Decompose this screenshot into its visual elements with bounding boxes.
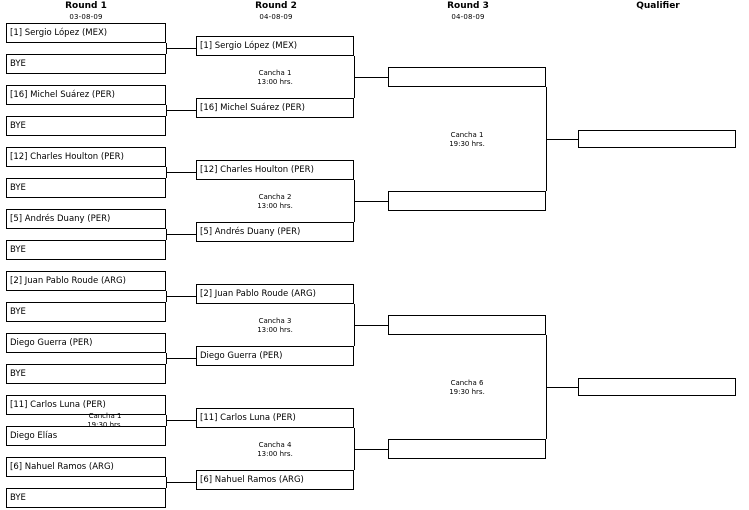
- round2-match-schedule: Cancha 1 13:00 hrs.: [216, 69, 334, 86]
- bracket-connector: [166, 234, 196, 235]
- column-header-round-2: Round 2 04-08-09: [196, 1, 356, 22]
- bracket-connector: [166, 48, 196, 49]
- round1-slot[interactable]: [16] Michel Suárez (PER): [6, 85, 166, 105]
- bracket-connector: [354, 325, 388, 326]
- round1-match-schedule: Cancha 1 19:30 hrs.: [46, 412, 164, 429]
- round2-slot[interactable]: [12] Charles Houlton (PER): [196, 160, 354, 180]
- round1-slot[interactable]: [6] Nahuel Ramos (ARG): [6, 457, 166, 477]
- round2-slot[interactable]: [11] Carlos Luna (PER): [196, 408, 354, 428]
- time-label: 13:00 hrs.: [257, 449, 293, 458]
- round3-match-schedule: Cancha 6 19:30 hrs.: [408, 379, 526, 396]
- time-label: 19:30 hrs.: [449, 139, 485, 148]
- bracket-connector: [166, 482, 196, 483]
- bracket-connector: [166, 353, 167, 364]
- round1-slot[interactable]: [1] Sergio López (MEX): [6, 23, 166, 43]
- bracket-connector: [166, 358, 196, 359]
- column-header-date: 04-08-09: [451, 13, 485, 21]
- round1-slot[interactable]: BYE: [6, 240, 166, 260]
- bracket-connector: [166, 167, 167, 178]
- court-label: Cancha 1: [450, 131, 484, 139]
- time-label: 19:30 hrs.: [449, 387, 485, 396]
- bracket-connector: [166, 105, 167, 116]
- bracket-connector: [546, 387, 578, 388]
- bracket-connector: [166, 43, 167, 54]
- round2-match-schedule: Cancha 2 13:00 hrs.: [216, 193, 334, 210]
- court-label: Cancha 2: [258, 193, 292, 201]
- round1-slot[interactable]: [12] Charles Houlton (PER): [6, 147, 166, 167]
- column-header-title: Qualifier: [636, 1, 680, 11]
- column-header-title: Round 2: [255, 1, 297, 11]
- round3-slot[interactable]: [388, 315, 546, 335]
- court-label: Cancha 6: [450, 379, 484, 387]
- round2-slot[interactable]: Diego Guerra (PER): [196, 346, 354, 366]
- column-header-round-1: Round 1 03-08-09: [6, 1, 166, 22]
- bracket-connector: [354, 77, 388, 78]
- round1-slot[interactable]: [5] Andrés Duany (PER): [6, 209, 166, 229]
- round2-match-schedule: Cancha 4 13:00 hrs.: [216, 441, 334, 458]
- round2-slot[interactable]: [1] Sergio López (MEX): [196, 36, 354, 56]
- round1-slot[interactable]: BYE: [6, 178, 166, 198]
- round1-slot[interactable]: Diego Guerra (PER): [6, 333, 166, 353]
- bracket-connector: [354, 201, 388, 202]
- round2-slot[interactable]: [5] Andrés Duany (PER): [196, 222, 354, 242]
- round1-slot[interactable]: BYE: [6, 302, 166, 322]
- time-label: 13:00 hrs.: [257, 77, 293, 86]
- court-label: Cancha 1: [258, 69, 292, 77]
- bracket-connector: [166, 110, 196, 111]
- time-label: 13:00 hrs.: [257, 325, 293, 334]
- bracket-connector: [166, 415, 167, 426]
- round2-slot[interactable]: [6] Nahuel Ramos (ARG): [196, 470, 354, 490]
- qualifier-slot[interactable]: [578, 378, 736, 396]
- round1-slot[interactable]: BYE: [6, 116, 166, 136]
- column-header-round-3: Round 3 04-08-09: [388, 1, 548, 22]
- bracket-connector: [166, 420, 196, 421]
- column-header-date: 03-08-09: [69, 13, 103, 21]
- round1-slot[interactable]: [11] Carlos Luna (PER): [6, 395, 166, 415]
- court-label: Cancha 1: [88, 412, 122, 420]
- bracket-connector: [166, 477, 167, 488]
- round2-match-schedule: Cancha 3 13:00 hrs.: [216, 317, 334, 334]
- round1-slot[interactable]: BYE: [6, 488, 166, 508]
- bracket-connector: [166, 229, 167, 240]
- court-label: Cancha 4: [258, 441, 292, 449]
- column-header-date: 04-08-09: [259, 13, 293, 21]
- round1-slot[interactable]: BYE: [6, 364, 166, 384]
- round1-slot[interactable]: BYE: [6, 54, 166, 74]
- court-label: Cancha 3: [258, 317, 292, 325]
- round3-slot[interactable]: [388, 439, 546, 459]
- round1-slot[interactable]: Diego Elías: [6, 426, 166, 446]
- column-header-title: Round 1: [65, 1, 107, 11]
- bracket-connector: [166, 296, 196, 297]
- round1-slot[interactable]: [2] Juan Pablo Roude (ARG): [6, 271, 166, 291]
- bracket-connector: [166, 291, 167, 302]
- time-label: 19:30 hrs.: [87, 420, 123, 429]
- column-header-title: Round 3: [447, 1, 489, 11]
- round3-match-schedule: Cancha 1 19:30 hrs.: [408, 131, 526, 148]
- column-header-qualifier: Qualifier: [578, 1, 738, 13]
- time-label: 13:00 hrs.: [257, 201, 293, 210]
- bracket-connector: [166, 172, 196, 173]
- round2-slot[interactable]: [16] Michel Suárez (PER): [196, 98, 354, 118]
- bracket-connector: [546, 139, 578, 140]
- qualifier-slot[interactable]: [578, 130, 736, 148]
- round2-slot[interactable]: [2] Juan Pablo Roude (ARG): [196, 284, 354, 304]
- bracket-connector: [354, 449, 388, 450]
- round3-slot[interactable]: [388, 191, 546, 211]
- round3-slot[interactable]: [388, 67, 546, 87]
